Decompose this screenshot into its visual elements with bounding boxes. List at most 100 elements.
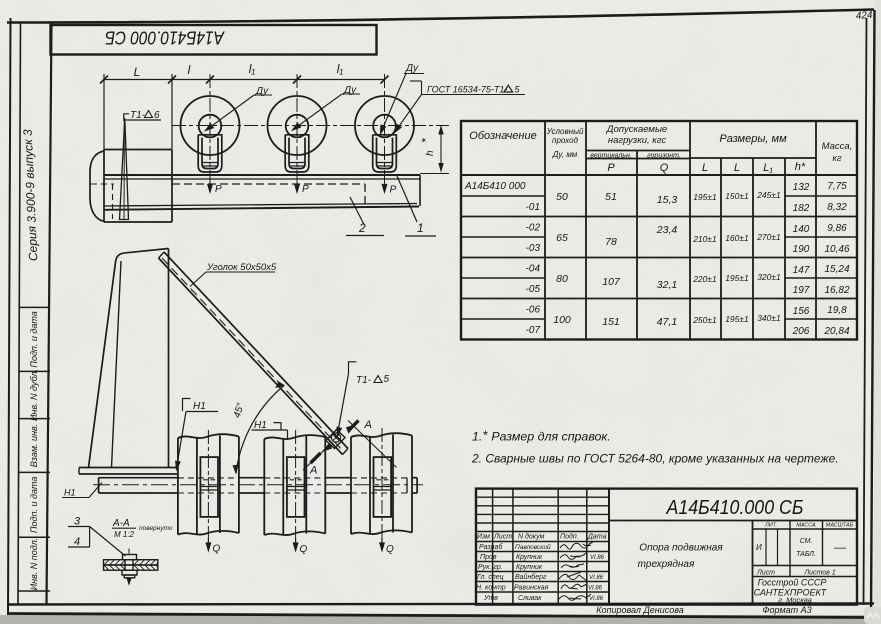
svg-text:Ду: Ду: [405, 63, 419, 74]
svg-text:270±1: 270±1: [756, 232, 781, 242]
svg-text:190: 190: [793, 244, 810, 255]
svg-text:-06: -06: [526, 305, 541, 316]
svg-text:L: L: [734, 162, 740, 174]
svg-text:СМ.: СМ.: [800, 538, 813, 545]
svg-text:А: А: [309, 465, 317, 477]
svg-text:Равинская: Равинская: [514, 585, 549, 592]
svg-text:Ду: Ду: [343, 85, 357, 96]
svg-text:Пров: Пров: [480, 554, 497, 561]
svg-text:P: P: [390, 185, 397, 196]
svg-text:ГОСТ 16534-75-Т1-: ГОСТ 16534-75-Т1-: [427, 85, 507, 95]
svg-text:Ду, мм: Ду, мм: [552, 150, 578, 159]
svg-text:195±1: 195±1: [693, 192, 717, 202]
svg-text:100: 100: [553, 314, 571, 326]
svg-text:107: 107: [602, 276, 621, 288]
svg-text:-01: -01: [526, 202, 540, 213]
svg-text:Изм: Изм: [477, 534, 490, 541]
svg-text:P: P: [607, 162, 615, 174]
svg-text:195±1: 195±1: [725, 273, 749, 283]
svg-text:151: 151: [602, 316, 620, 328]
svg-text:7,75: 7,75: [827, 181, 847, 192]
svg-text:VI.86: VI.86: [590, 555, 605, 561]
svg-text:9,86: 9,86: [827, 223, 847, 234]
svg-text:l: l: [188, 63, 191, 77]
svg-text:P: P: [302, 184, 309, 195]
svg-text:51: 51: [605, 191, 617, 203]
svg-text:трехрядная: трехрядная: [638, 559, 695, 570]
svg-text:Q: Q: [660, 162, 669, 174]
svg-text:150±1: 150±1: [725, 191, 749, 201]
svg-text:горизонт.: горизонт.: [647, 153, 681, 160]
svg-text:340±1: 340±1: [757, 313, 781, 323]
svg-text:г. Москва: г. Москва: [778, 596, 812, 605]
svg-text:проход: проход: [552, 136, 578, 145]
svg-text:N докум: N докум: [518, 533, 545, 541]
svg-text:А-А: А-А: [112, 518, 130, 529]
svg-text:2. Сварные швы по ГОСТ 5264: 2. Сварные швы по ГОСТ 5264-80, кроме ук…: [471, 452, 839, 466]
svg-text:L: L: [702, 162, 708, 174]
svg-text:ЛИТ.: ЛИТ.: [764, 523, 777, 529]
svg-text:-04: -04: [526, 264, 541, 275]
svg-text:220±1: 220±1: [692, 274, 717, 284]
svg-text:А14Б410.000 СБ: А14Б410.000 СБ: [105, 28, 225, 48]
svg-text:Серия 3.900-9 выпуск 3: Серия 3.900-9 выпуск 3: [21, 129, 41, 262]
svg-text:132: 132: [793, 182, 810, 193]
svg-text:80: 80: [556, 273, 568, 285]
svg-text:Q: Q: [300, 544, 308, 555]
svg-text:195±1: 195±1: [725, 314, 749, 324]
svg-text:—: —: [833, 540, 847, 554]
svg-text:Утв: Утв: [483, 595, 498, 602]
svg-text:10,46: 10,46: [824, 244, 849, 255]
svg-text:1.*Размер для справок.: 1.*Размер для справок.: [472, 428, 611, 444]
svg-text:Размеры, мм: Размеры, мм: [719, 133, 787, 145]
svg-text:Лист: Лист: [493, 534, 512, 541]
svg-text:156: 156: [793, 306, 810, 317]
svg-text:VI.86: VI.86: [589, 575, 604, 581]
svg-text:Н1: Н1: [193, 401, 206, 412]
svg-text:50: 50: [556, 191, 568, 203]
svg-text:4: 4: [74, 536, 80, 548]
svg-text:Инв. N подл.: Инв. N подл.: [29, 538, 39, 591]
svg-text:Рук. гр.: Рук. гр.: [478, 564, 503, 571]
svg-text:Обозначение: Обозначение: [469, 130, 536, 142]
svg-text:Крупник: Крупник: [516, 554, 543, 561]
svg-text:45°: 45°: [232, 402, 247, 420]
svg-text:Т1-: Т1-: [130, 110, 146, 121]
svg-text:182: 182: [793, 203, 810, 214]
svg-text:424: 424: [855, 10, 873, 22]
svg-text:h*: h*: [795, 161, 806, 173]
svg-text:МАССА: МАССА: [796, 523, 816, 529]
svg-text:А14Б410.000 СБ: А14Б410.000 СБ: [665, 496, 804, 519]
svg-text:кг: кг: [832, 153, 841, 164]
svg-text:160±1: 160±1: [725, 233, 749, 243]
svg-text:5: 5: [515, 85, 521, 95]
svg-text:16,82: 16,82: [824, 285, 849, 296]
svg-text:Н1: Н1: [64, 488, 76, 498]
svg-text:Уголок 50х50х5: Уголок 50х50х5: [206, 262, 277, 273]
svg-text:140: 140: [793, 224, 810, 235]
svg-text:8,32: 8,32: [827, 202, 847, 213]
svg-text:Копировал Денисова: Копировал Денисова: [596, 605, 684, 615]
svg-text:Q: Q: [213, 544, 221, 555]
svg-text:15,24: 15,24: [824, 264, 849, 275]
svg-text:-03: -03: [526, 243, 541, 254]
svg-text:Н. контр: Н. контр: [476, 585, 506, 592]
svg-text:Н1: Н1: [254, 420, 267, 431]
svg-text:А: А: [364, 419, 372, 431]
svg-text:l₁: l₁: [337, 62, 344, 76]
svg-text:ТАБЛ.: ТАБЛ.: [796, 551, 816, 558]
svg-text:Лист: Лист: [756, 570, 775, 577]
svg-text:19,8: 19,8: [827, 305, 847, 316]
svg-text:VI.86: VI.86: [588, 586, 603, 592]
svg-text:*: *: [419, 138, 433, 143]
svg-text:А14Б410 000: А14Б410 000: [464, 181, 526, 192]
svg-text:Подп. и дата: Подп. и дата: [29, 311, 39, 367]
svg-text:Масса,: Масса,: [822, 141, 853, 152]
svg-text:Крупник: Крупник: [516, 564, 543, 571]
svg-text:И: И: [756, 543, 762, 552]
svg-text:2: 2: [358, 221, 366, 235]
svg-text:47,1: 47,1: [657, 316, 677, 328]
svg-text:320±1: 320±1: [757, 272, 781, 282]
svg-text:Вайнберг: Вайнберг: [515, 573, 547, 581]
svg-text:Опора подвижная: Опора подвижная: [639, 543, 723, 554]
